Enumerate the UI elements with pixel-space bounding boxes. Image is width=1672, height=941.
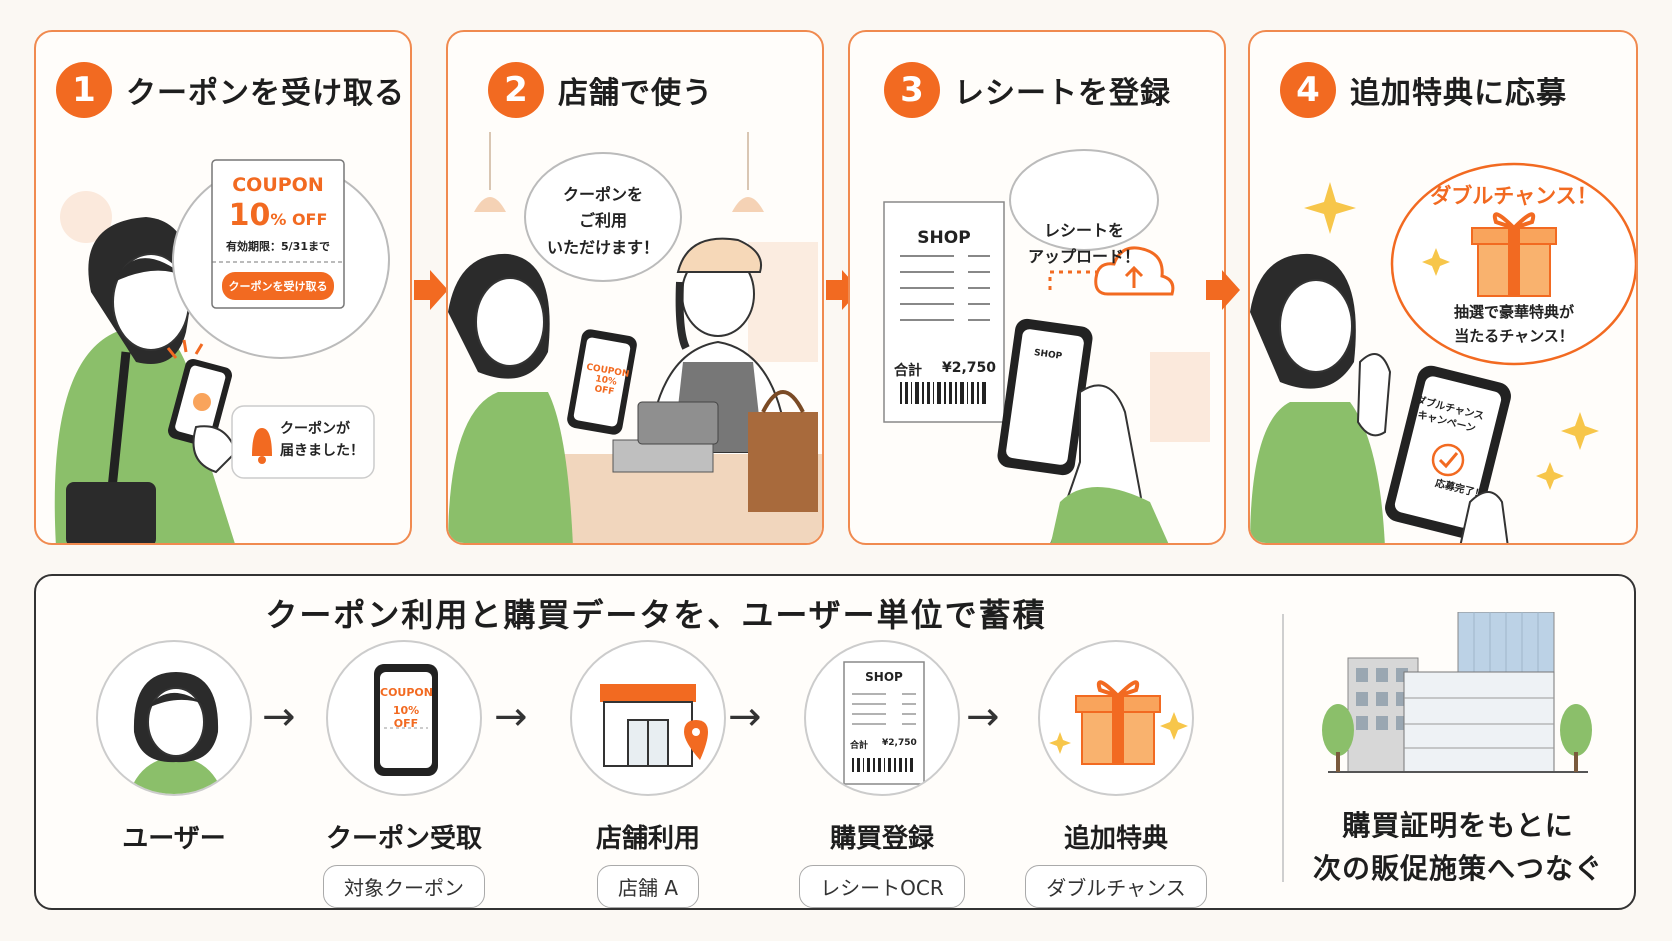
coupon-expiry: 有効期限：5/31まで: [226, 240, 330, 253]
flow-label-store: 店舗利用: [595, 824, 700, 854]
sparkle-icon: [1304, 182, 1356, 234]
coupon-receive-button[interactable]: [222, 272, 334, 300]
flow-arrow-2: →: [494, 694, 528, 740]
flow-arrow-1: →: [262, 694, 296, 740]
flow-item-user: ユーザー: [74, 640, 274, 855]
coupon-unit: % OFF: [270, 210, 328, 229]
step3-bubble-text: レシートを アップロード！: [1024, 218, 1144, 269]
step4-illustration: [1250, 162, 1636, 543]
mini-coupon-value: 10% OFF: [392, 704, 420, 730]
data-flow-title: クーポン利用と購買データを、ユーザー単位で蓄積: [265, 596, 1047, 634]
data-flow-section: クーポン利用と購買データを、ユーザー単位で蓄積 ユーザー → COUPON 10…: [34, 574, 1636, 910]
step3-bubble-line-2: アップロード！: [1027, 246, 1140, 266]
bell-icon: [252, 428, 272, 456]
step-title-4: 追加特典に応募: [1350, 76, 1567, 111]
coupon-heading: COUPON: [232, 174, 324, 196]
flow-item-coupon: COUPON 10% OFF クーポン受取 対象クーポン: [304, 640, 504, 908]
mini-receipt-shop: SHOP: [865, 670, 903, 684]
sparkle-icon: [1049, 732, 1071, 754]
store-icon: [600, 684, 708, 767]
step2-bubble-text: クーポンを ご利用 いただけます！: [528, 182, 678, 261]
flow-label-user: ユーザー: [122, 824, 226, 854]
step-panel-2: 2 店舗で使う クーポンを ご利用 いただけます！: [446, 30, 824, 545]
step4-bubble-text: 抽選で豪華特典が 当たるチャンス！: [1392, 300, 1636, 348]
step2-bubble-line-3: いただけます！: [546, 237, 659, 257]
step-title-1: クーポンを受け取る: [126, 76, 405, 111]
receipt-total-value: ¥2,750: [942, 360, 997, 376]
step1-illustration: [54, 159, 390, 543]
step-number-4: 4: [1280, 62, 1336, 118]
check-icon: [1431, 443, 1465, 477]
flow-label-coupon: クーポン受取: [325, 824, 482, 854]
receipt-circle: SHOP 合計 ¥2,750: [804, 640, 960, 796]
step-panel-4: 4 追加特典に応募 ダブルチャンス！ 抽選で豪華特典が 当たるチャンス！ ダブル…: [1248, 30, 1638, 545]
summary-line-1: 購買証明をもとに: [1342, 809, 1574, 842]
step2-bubble-line-1: クーポンを: [562, 185, 643, 204]
receipt-shop: SHOP: [917, 228, 971, 248]
notice-line-2: 届きました！: [280, 443, 364, 460]
coupon-value: 10: [228, 198, 271, 233]
step-panel-1: 1 クーポンを受け取る COUPON 10% OFF 有効期限：5/31まで ク…: [34, 30, 412, 545]
phone-coupon-icon: [374, 664, 438, 776]
flow-tag-receipt: レシートOCR: [799, 865, 965, 908]
step-arrow-1: [414, 270, 448, 310]
step-header-4: 4 追加特典に応募: [1280, 62, 1567, 118]
location-pin-icon: [684, 720, 708, 760]
section-divider: [1282, 614, 1284, 882]
avatar: [129, 672, 223, 794]
coupon-circle: COUPON 10% OFF: [326, 640, 482, 796]
step-number-3: 3: [884, 62, 940, 118]
step-header-1: 1 クーポンを受け取る: [56, 62, 405, 118]
flow-item-bonus: 追加特典 ダブルチャンス: [1016, 640, 1216, 908]
mini-coupon-heading: COUPON: [380, 686, 433, 699]
flow-arrow-4: →: [966, 694, 1000, 740]
flow-item-receipt: SHOP 合計 ¥2,750 購買登録 レシートOCR: [782, 640, 982, 908]
receipt-total-label: 合計: [894, 363, 922, 379]
step3-bubble-line-1: レシートを: [1043, 221, 1124, 240]
user-circle: [96, 640, 252, 796]
step-number-2: 2: [488, 62, 544, 118]
step2-illustration: [448, 132, 822, 543]
step4-bubble-line-2: 当たるチャンス！: [1454, 327, 1574, 345]
gift-icon: [1049, 680, 1188, 765]
notice-text: クーポンが 届きました！: [280, 418, 364, 463]
coupon-discount: 10% OFF: [212, 198, 344, 233]
step2-bubble-line-2: ご利用: [578, 211, 627, 231]
coupon-button-label: クーポンを受け取る: [228, 280, 328, 293]
store-circle: [570, 640, 726, 796]
bonus-circle: [1038, 640, 1194, 796]
step4-bubble-title: ダブルチャンス！: [1430, 184, 1598, 208]
flow-item-store: 店舗利用 店舗 A: [548, 640, 748, 908]
building-icon: [1322, 612, 1592, 773]
flow-tag-coupon: 対象クーポン: [323, 865, 485, 908]
mini-receipt-total-label: 合計: [850, 741, 869, 751]
summary-line-2: 次の販促施策へつなぐ: [1312, 852, 1603, 886]
step-title-2: 店舗で使う: [558, 76, 713, 111]
step-panel-3: 3 レシートを登録 SHO: [848, 30, 1226, 545]
step-header-2: 2 店舗で使う: [488, 62, 713, 118]
flow-label-receipt: 購買登録: [829, 824, 934, 854]
step-arrow-2: [826, 270, 860, 310]
step3-illustration: [883, 149, 1210, 543]
receipt-icon: [843, 661, 925, 785]
step4-bubble-line-1: 抽選で豪華特典が: [1453, 303, 1574, 321]
flow-arrow-3: →: [728, 694, 762, 740]
step-title-3: レシートを登録: [954, 76, 1171, 111]
flow-tag-bonus: ダブルチャンス: [1025, 865, 1207, 908]
flow-tag-store: 店舗 A: [596, 865, 700, 908]
step-header-3: 3 レシートを登録: [884, 62, 1171, 118]
notice-line-1: クーポンが: [280, 421, 350, 437]
mini-receipt-total-value: ¥2,750: [882, 738, 917, 748]
step-number-1: 1: [56, 62, 112, 118]
summary-text: 購買証明をもとに 次の販促施策へつなぐ: [1298, 804, 1618, 891]
flow-label-bonus: 追加特典: [1063, 824, 1168, 854]
step-arrow-3: [1206, 270, 1240, 310]
